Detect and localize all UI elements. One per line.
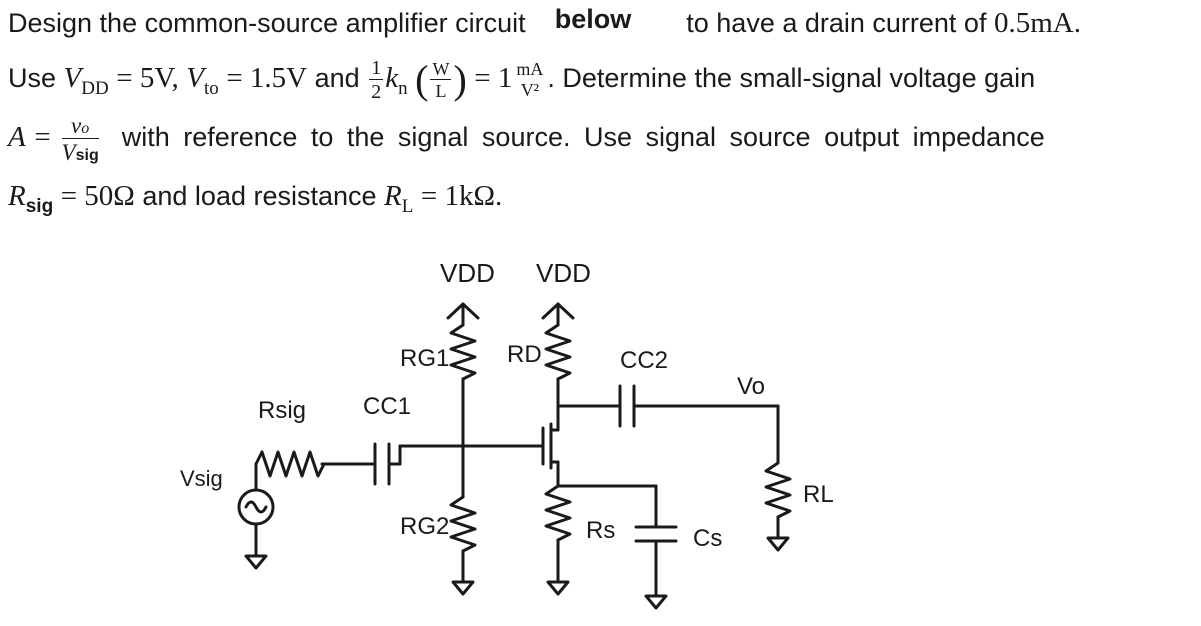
- vdd1-label: VDD: [440, 258, 495, 288]
- kn-value: = 1: [474, 62, 513, 94]
- problem-line-1: Design the common-source amplifier circu…: [8, 4, 1081, 40]
- gain-symbol: A =: [8, 121, 53, 154]
- rl-label: RL: [803, 481, 834, 508]
- vdd2-label: VDD: [536, 258, 591, 288]
- vdd-value: = 5V,: [116, 62, 179, 94]
- rsig-subscript: sig: [25, 196, 54, 217]
- rs-resistor: [544, 484, 572, 542]
- statement-text: and: [314, 63, 360, 93]
- rd-resistor: [544, 323, 572, 381]
- rd-label: RD: [507, 341, 542, 368]
- fraction-denominator: 2: [371, 80, 382, 103]
- rg2-resistor: [449, 495, 477, 553]
- problem-line-3: A = vo Vsig with reference to the signal…: [8, 114, 1045, 164]
- rsig-resistor: [254, 450, 326, 478]
- fraction-denominator: L: [435, 80, 447, 101]
- vto-symbol: V: [186, 62, 205, 94]
- rg1-resistor: [449, 323, 477, 381]
- vo-symbol: v: [71, 113, 82, 138]
- rs-label: Rs: [586, 517, 615, 544]
- rl-symbol: R: [384, 180, 402, 212]
- vsig-sine: [244, 500, 268, 514]
- paren-open: (: [415, 57, 429, 102]
- fraction-numerator: 1: [369, 56, 384, 80]
- ground-rg2: [451, 580, 475, 596]
- vo-label: Vo: [737, 373, 765, 400]
- unit-fraction: mA V²: [514, 60, 545, 99]
- statement-text: with reference to the signal source. Use…: [121, 122, 1045, 153]
- fraction-numerator: vo: [61, 113, 99, 139]
- gain-fraction: vo Vsig: [61, 113, 99, 164]
- paren-close: ): [453, 57, 467, 102]
- rl-subscript: L: [401, 196, 414, 217]
- cc2-label: CC2: [620, 347, 668, 374]
- ground-vsig: [244, 554, 268, 570]
- cs-label: Cs: [693, 525, 722, 552]
- vsig-label: Vsig: [180, 466, 223, 491]
- statement-text: and load resistance: [142, 181, 377, 211]
- vto-value: = 1.5V: [226, 62, 308, 94]
- rl-resistor: [764, 461, 792, 519]
- fraction-denominator: V²: [520, 80, 540, 101]
- ground-cs: [644, 594, 668, 610]
- vsig-symbol: V: [61, 140, 76, 165]
- statement-text: . Determine the small-signal voltage gai…: [547, 63, 1036, 93]
- fraction-denominator: Vsig: [62, 139, 99, 164]
- rg1-label: RG1: [400, 345, 449, 372]
- problem-line-2: Use VDD = 5V, Vto = 1.5V and 1 2 kn ( W …: [8, 56, 1035, 103]
- kn-subscript: n: [398, 78, 408, 99]
- ground-rs: [546, 580, 570, 596]
- wl-fraction: W L: [430, 58, 452, 101]
- vto-subscript: to: [204, 78, 219, 99]
- rl-value: = 1kΩ.: [420, 180, 503, 212]
- fraction-numerator: mA: [516, 59, 544, 80]
- vsig-subscript: sig: [75, 147, 99, 164]
- vo-subscript: o: [81, 120, 90, 137]
- rsig-label: Rsig: [258, 397, 306, 424]
- cc1-label: CC1: [363, 393, 411, 420]
- statement-text: Design the common-source amplifier circu…: [8, 8, 526, 38]
- statement-text: below: [554, 4, 632, 34]
- statement-text: Use: [8, 63, 57, 93]
- rg2-label: RG2: [400, 513, 449, 540]
- rsig-symbol: R: [8, 180, 26, 212]
- kn-symbol: k: [385, 62, 399, 94]
- half-fraction: 1 2: [369, 56, 384, 103]
- ground-rl: [766, 536, 790, 552]
- drain-current-value: 0.5mA.: [993, 7, 1081, 39]
- fraction-numerator: W: [430, 58, 452, 80]
- vdd-symbol: V: [63, 62, 82, 94]
- problem-line-4: Rsig = 50Ω and load resistance RL = 1kΩ.: [8, 180, 502, 218]
- statement-text: to have a drain current of: [686, 8, 987, 38]
- rsig-value: = 50Ω: [60, 180, 135, 212]
- vdd-subscript: DD: [81, 78, 109, 99]
